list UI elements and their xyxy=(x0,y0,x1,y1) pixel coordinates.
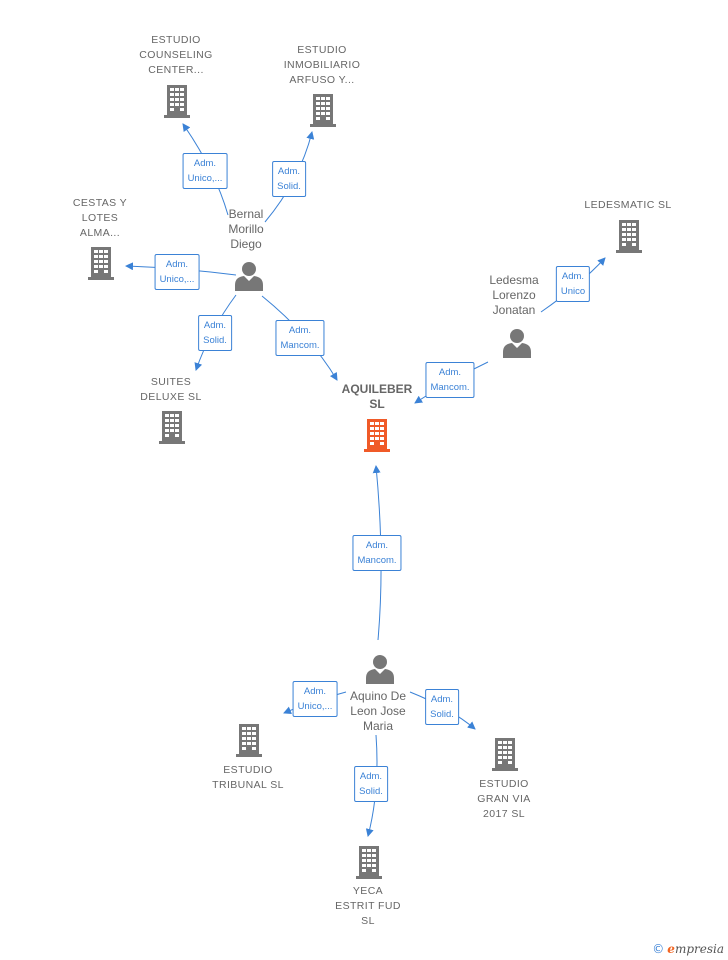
edge-label-ledesma-ledesmatic[interactable]: Adm. Unico xyxy=(555,266,591,302)
person-icon-aquino[interactable] xyxy=(366,655,394,684)
edge-label-ledesma-aquileber[interactable]: Adm. Mancom. xyxy=(425,362,475,398)
person-label-aquino[interactable]: Aquino De Leon Jose Maria xyxy=(349,689,407,733)
edge-label-bernal-aquileber[interactable]: Adm. Mancom. xyxy=(275,320,325,356)
company-label-counseling[interactable]: ESTUDIO COUNSELING CENTER... xyxy=(139,34,213,76)
person-label-ledesma[interactable]: Ledesma Lorenzo Jonatan xyxy=(489,273,539,317)
company-label-suites[interactable]: SUITES DELUXE SL xyxy=(140,376,202,403)
building-icon-yeca[interactable] xyxy=(356,846,382,879)
building-icon-suites[interactable] xyxy=(159,411,185,444)
edge-label-bernal-suites[interactable]: Adm. Solid. xyxy=(198,315,232,351)
empresia-logo: ©empresia xyxy=(652,942,724,956)
building-icon-cestas[interactable] xyxy=(88,247,114,280)
company-label-tribunal[interactable]: ESTUDIO TRIBUNAL SL xyxy=(212,764,284,791)
company-label-aquileber[interactable]: AQUILEBER SL xyxy=(341,382,413,411)
building-icon-tribunal[interactable] xyxy=(236,724,262,757)
building-icon-inmobiliario[interactable] xyxy=(310,94,336,127)
edge-label-aquino-granvia[interactable]: Adm. Solid. xyxy=(425,689,459,725)
company-label-ledesmatic[interactable]: LEDESMATIC SL xyxy=(584,199,672,211)
company-label-granvia[interactable]: ESTUDIO GRAN VIA 2017 SL xyxy=(477,778,531,820)
edge-label-aquino-yeca[interactable]: Adm. Solid. xyxy=(354,766,388,802)
company-label-inmobiliario[interactable]: ESTUDIO INMOBILIARIO ARFUSO Y... xyxy=(283,44,361,86)
person-icon-bernal[interactable] xyxy=(235,262,263,291)
person-label-bernal[interactable]: Bernal Morillo Diego xyxy=(228,207,264,251)
building-icon-ledesmatic[interactable] xyxy=(616,220,642,253)
company-label-yeca[interactable]: YECA ESTRIT FUD SL xyxy=(335,885,401,927)
building-icon-aquileber[interactable] xyxy=(364,419,390,452)
person-icon-ledesma[interactable] xyxy=(503,329,531,358)
company-label-cestas[interactable]: CESTAS Y LOTES ALMA... xyxy=(72,197,128,239)
building-icon-granvia[interactable] xyxy=(492,738,518,771)
edge-label-aquino-aquileber[interactable]: Adm. Mancom. xyxy=(352,535,402,571)
copyright-icon: © xyxy=(652,942,665,956)
edge-label-bernal-counseling[interactable]: Adm. Unico,... xyxy=(182,153,228,189)
building-icon-counseling[interactable] xyxy=(164,85,190,118)
edge-label-bernal-cestas[interactable]: Adm. Unico,... xyxy=(154,254,200,290)
edge-label-bernal-inmobiliario[interactable]: Adm. Solid. xyxy=(272,161,306,197)
edge-label-aquino-tribunal[interactable]: Adm. Unico,... xyxy=(292,681,338,717)
